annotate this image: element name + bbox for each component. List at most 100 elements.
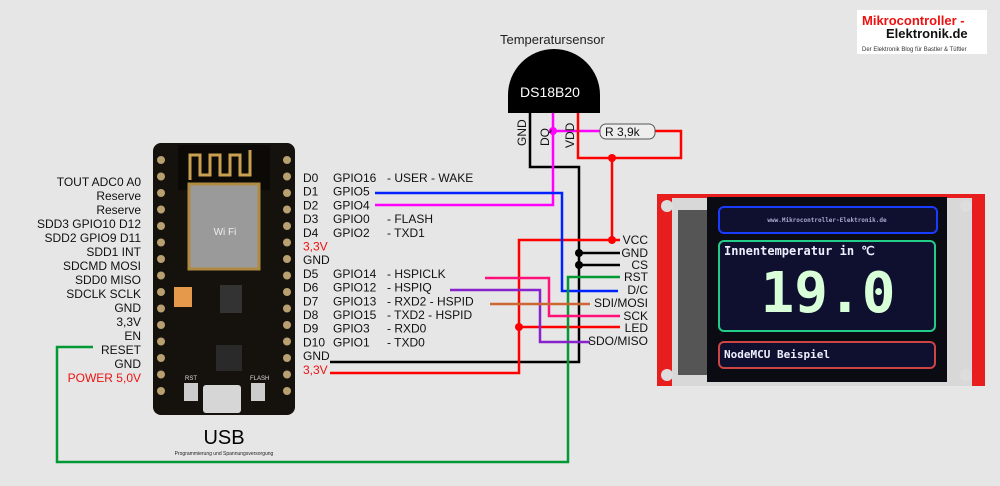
right-pin-func: - FLASH — [387, 212, 433, 226]
left-pin-label: Reserve — [96, 189, 141, 203]
right-pin-func: - TXD0 — [387, 335, 425, 349]
nodemcu-board: Wi Fi RST FLASH USB Programmierung und S… — [153, 143, 295, 457]
left-pin-labels: TOUT ADC0 A0 Reserve Reserve SDD3 GPIO10… — [37, 175, 142, 385]
header-pin — [157, 156, 165, 164]
left-pin-label: EN — [124, 329, 141, 343]
rst-button[interactable] — [184, 383, 198, 401]
right-pin-gpio: GPIO16 — [333, 171, 377, 185]
right-pin-pin: D6 — [303, 281, 319, 295]
display-pin-sdi-mosi: SDI/MOSI — [594, 296, 648, 310]
right-pin-pin: D0 — [303, 171, 319, 185]
header-pin — [283, 238, 291, 247]
ds18b20-sensor: Temperatursensor DS18B20 GND DQ VDD R 3,… — [500, 32, 656, 148]
right-pin-func: - TXD2 - HSPID — [387, 308, 472, 322]
right-pin-gpio: GPIO15 — [333, 308, 377, 322]
right-pin-func: - HSPIQ — [387, 281, 432, 295]
right-pin-pin: 3,3V — [303, 240, 328, 254]
right-pin-func: - HSPICLK — [387, 267, 446, 281]
junction-dq — [549, 127, 557, 135]
sensor-pin-vdd: VDD — [563, 122, 577, 148]
header-pin — [283, 337, 291, 346]
logo-line1: Mikrocontroller - — [862, 13, 965, 28]
header-pin — [283, 255, 291, 263]
right-pin-gpio: GPIO0 — [333, 212, 370, 226]
right-pin-func: - RXD0 — [387, 322, 427, 336]
flash-button[interactable] — [251, 383, 265, 401]
logo-line2: Elektronik.de — [886, 26, 968, 41]
left-pin-label: 3,3V — [116, 315, 141, 329]
left-pin-label: TOUT ADC0 A0 — [57, 175, 142, 189]
right-pin-pin: D8 — [303, 308, 319, 322]
junction-vcc — [608, 236, 616, 244]
right-pin-pin: D4 — [303, 226, 319, 240]
junction-vdd — [608, 154, 616, 162]
header-pin — [283, 321, 291, 329]
tft-display: www.Mikrocontroller-Elektronik.de Innent… — [657, 194, 985, 386]
header-pin — [283, 156, 291, 164]
right-pin-pin: D1 — [303, 185, 319, 199]
junction-gnd — [575, 249, 583, 257]
right-pin-pin: GND — [303, 253, 330, 267]
header-pin — [157, 304, 165, 313]
right-pin-pin: 3,3V — [303, 363, 328, 377]
display-pin-led: LED — [625, 321, 649, 335]
wires — [55, 113, 683, 464]
header-pin — [157, 288, 165, 296]
right-pin-gpio: GPIO12 — [333, 281, 377, 295]
header-pin — [157, 255, 165, 263]
display-pin-sck: SCK — [623, 309, 648, 323]
resistor — [599, 123, 656, 140]
display-url: www.Mikrocontroller-Elektronik.de — [767, 217, 887, 224]
left-pin-label: SDD2 GPIO9 D11 — [45, 231, 142, 245]
display-pin-dc: D/C — [627, 283, 648, 297]
header-pin — [157, 337, 165, 346]
sensor-pin-dq: DQ — [538, 128, 552, 146]
wire-dq — [375, 113, 555, 207]
header-pin — [283, 189, 291, 197]
header-pin — [283, 222, 291, 230]
usb-port — [203, 385, 241, 413]
header-pin — [157, 238, 165, 247]
right-pin-pin: D3 — [303, 212, 319, 226]
right-pin-pin: D9 — [303, 322, 319, 336]
right-pin-pin: GND — [303, 349, 330, 363]
header-pin — [157, 271, 165, 280]
right-pin-gpio: GPIO3 — [333, 322, 370, 336]
display-temperature-value: 19.0 — [761, 261, 896, 326]
right-pin-gpio: GPIO1 — [333, 335, 370, 349]
left-pin-label: SDD0 MISO — [75, 273, 141, 287]
header-pin — [283, 370, 291, 379]
right-pin-gpio: GPIO2 — [333, 226, 370, 240]
right-pin-pin: D2 — [303, 198, 319, 212]
left-pin-label: SDCMD MOSI — [63, 259, 141, 273]
wire-3v3 — [330, 238, 620, 375]
sensor-name: DS18B20 — [520, 84, 580, 100]
right-pin-func: - USER - WAKE — [387, 171, 473, 185]
header-pin — [283, 172, 291, 181]
display-pin-vcc: VCC — [623, 233, 649, 247]
header-pin — [157, 370, 165, 379]
header-pin — [283, 387, 291, 395]
left-pin-label: SDCLK SCLK — [66, 287, 141, 301]
wire-dc — [375, 191, 618, 293]
right-pin-func: - TXD1 — [387, 226, 425, 240]
header-pin — [283, 288, 291, 296]
display-pin-cs: CS — [631, 258, 648, 272]
display-pin-gnd: GND — [621, 246, 648, 260]
left-pin-label: SDD1 INT — [86, 245, 141, 259]
flash-button-label: FLASH — [250, 376, 269, 382]
display-footer: NodeMCU Beispiel — [724, 348, 830, 361]
header-pin — [157, 172, 165, 181]
resistor-label: R 3,9k — [605, 125, 641, 139]
header-pin — [283, 205, 291, 214]
left-pin-label: RESET — [101, 343, 142, 357]
right-pin-gpio: GPIO5 — [333, 185, 370, 199]
display-heading: Innentemperatur in ℃ — [724, 244, 875, 258]
sensor-title: Temperatursensor — [500, 32, 605, 47]
right-pin-pin: D10 — [303, 335, 325, 349]
display-pin-rst: RST — [624, 270, 649, 284]
wire-sck — [485, 276, 620, 318]
